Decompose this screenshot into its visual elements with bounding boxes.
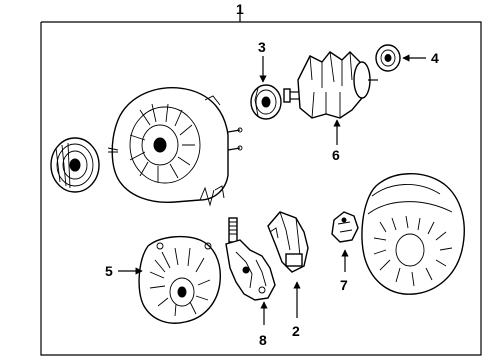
callout-1: 1 <box>236 1 244 17</box>
callout-7: 7 <box>340 277 348 293</box>
regulator <box>225 217 276 301</box>
callout-3: 3 <box>258 39 266 55</box>
terminal-insulator <box>331 211 359 243</box>
callout-8: 8 <box>259 332 267 348</box>
assembly-frame <box>40 10 482 356</box>
rear-end-frame <box>138 235 221 324</box>
drive-end-frame <box>107 86 243 207</box>
rear-cover <box>361 173 465 295</box>
pulley <box>50 137 100 193</box>
callout-2: 2 <box>292 323 300 339</box>
callout-5: 5 <box>105 263 113 279</box>
bearing-front <box>250 84 282 120</box>
rotor <box>283 51 378 119</box>
brush-holder <box>267 211 309 273</box>
callout-4: 4 <box>431 50 439 66</box>
callout-6: 6 <box>332 147 340 163</box>
bearing-rear <box>375 44 401 72</box>
